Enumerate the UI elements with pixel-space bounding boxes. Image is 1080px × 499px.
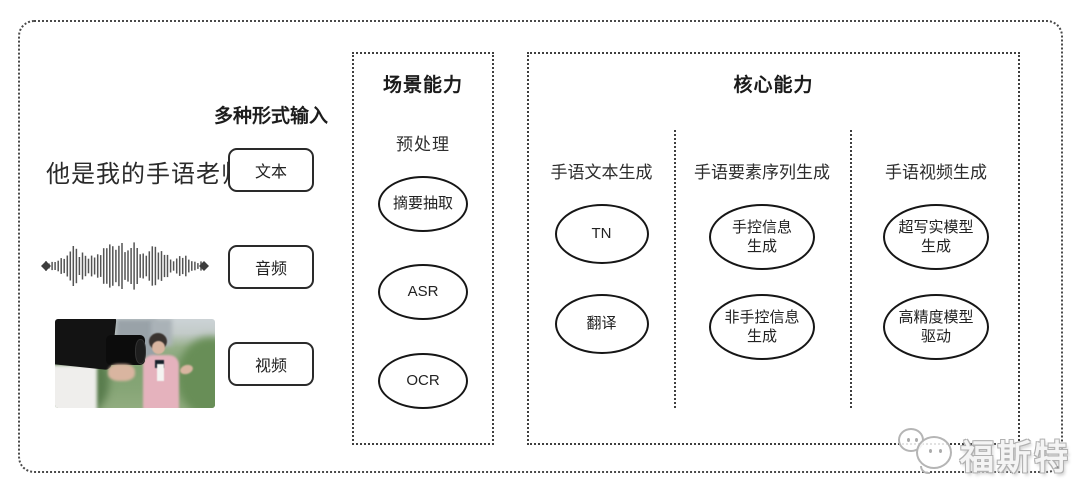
watermark-mascot-icon <box>896 424 958 476</box>
core-column-header: 手语视频生成 <box>885 163 987 182</box>
audio-waveform-icon <box>41 242 209 290</box>
core-item-manual-info-generation: 手控信息 生成 <box>709 204 815 270</box>
core-item-high-precision-model-driving: 高精度模型 驱动 <box>883 294 989 360</box>
core-item-translation: 翻译 <box>554 294 649 354</box>
watermark: 福斯特 <box>896 424 1068 477</box>
core-item-non-manual-info-generation: 非手控信息 生成 <box>709 294 815 360</box>
core-item-tn: TN <box>554 204 649 264</box>
scene-item-asr: ASR <box>378 264 468 320</box>
input-type-video: 视频 <box>228 342 314 386</box>
photo-camera-lens-ring <box>135 338 146 364</box>
photo-cameraman-hand <box>107 363 135 382</box>
scene-item-ocr: OCR <box>378 353 468 409</box>
core-item-hyperrealistic-model-generation: 超写实模型 生成 <box>883 204 989 270</box>
column-divider <box>674 130 676 408</box>
sample-sentence: 他是我的手语老师 <box>46 161 246 188</box>
photo-cameraman-sleeve <box>55 365 97 408</box>
input-type-audio: 音频 <box>228 245 314 289</box>
core-capability-title: 核心能力 <box>733 75 814 96</box>
scene-capability-title: 场景能力 <box>382 75 463 96</box>
input-type-text: 文本 <box>228 148 314 192</box>
video-thumbnail <box>55 319 215 408</box>
photo-reporter-face <box>151 341 165 355</box>
input-heading: 多种形式输入 <box>213 106 328 127</box>
input-type-text-label: 文本 <box>254 164 287 181</box>
outer-frame <box>18 20 1063 473</box>
input-type-video-label: 视频 <box>254 358 287 375</box>
core-column-header: 手语文本生成 <box>550 163 653 182</box>
watermark-bubble-tail <box>920 466 930 474</box>
core-column-header: 手语要素序列生成 <box>694 163 830 182</box>
core-capability-box: 核心能力 手语文本生成 TN 翻译 手语要素序列生成 手控信息 生成 非手控信息… <box>527 52 1020 445</box>
watermark-bubble-large <box>916 436 952 469</box>
photo-microphone <box>156 363 164 381</box>
input-type-audio-label: 音频 <box>254 261 287 278</box>
preprocess-label: 预处理 <box>396 135 450 154</box>
column-divider <box>850 130 852 408</box>
core-column-sign-text-generation: 手语文本生成 TN 翻译 <box>529 54 674 443</box>
watermark-text: 福斯特 <box>960 439 1071 477</box>
core-column-sign-element-sequence-generation: 手语要素序列生成 手控信息 生成 非手控信息 生成 <box>674 54 850 443</box>
scene-capability-box: 场景能力 预处理 摘要抽取 ASR OCR <box>352 52 494 445</box>
core-column-sign-video-generation: 手语视频生成 超写实模型 生成 高精度模型 驱动 <box>850 54 1022 443</box>
scene-item-summary-extraction: 摘要抽取 <box>378 176 468 232</box>
